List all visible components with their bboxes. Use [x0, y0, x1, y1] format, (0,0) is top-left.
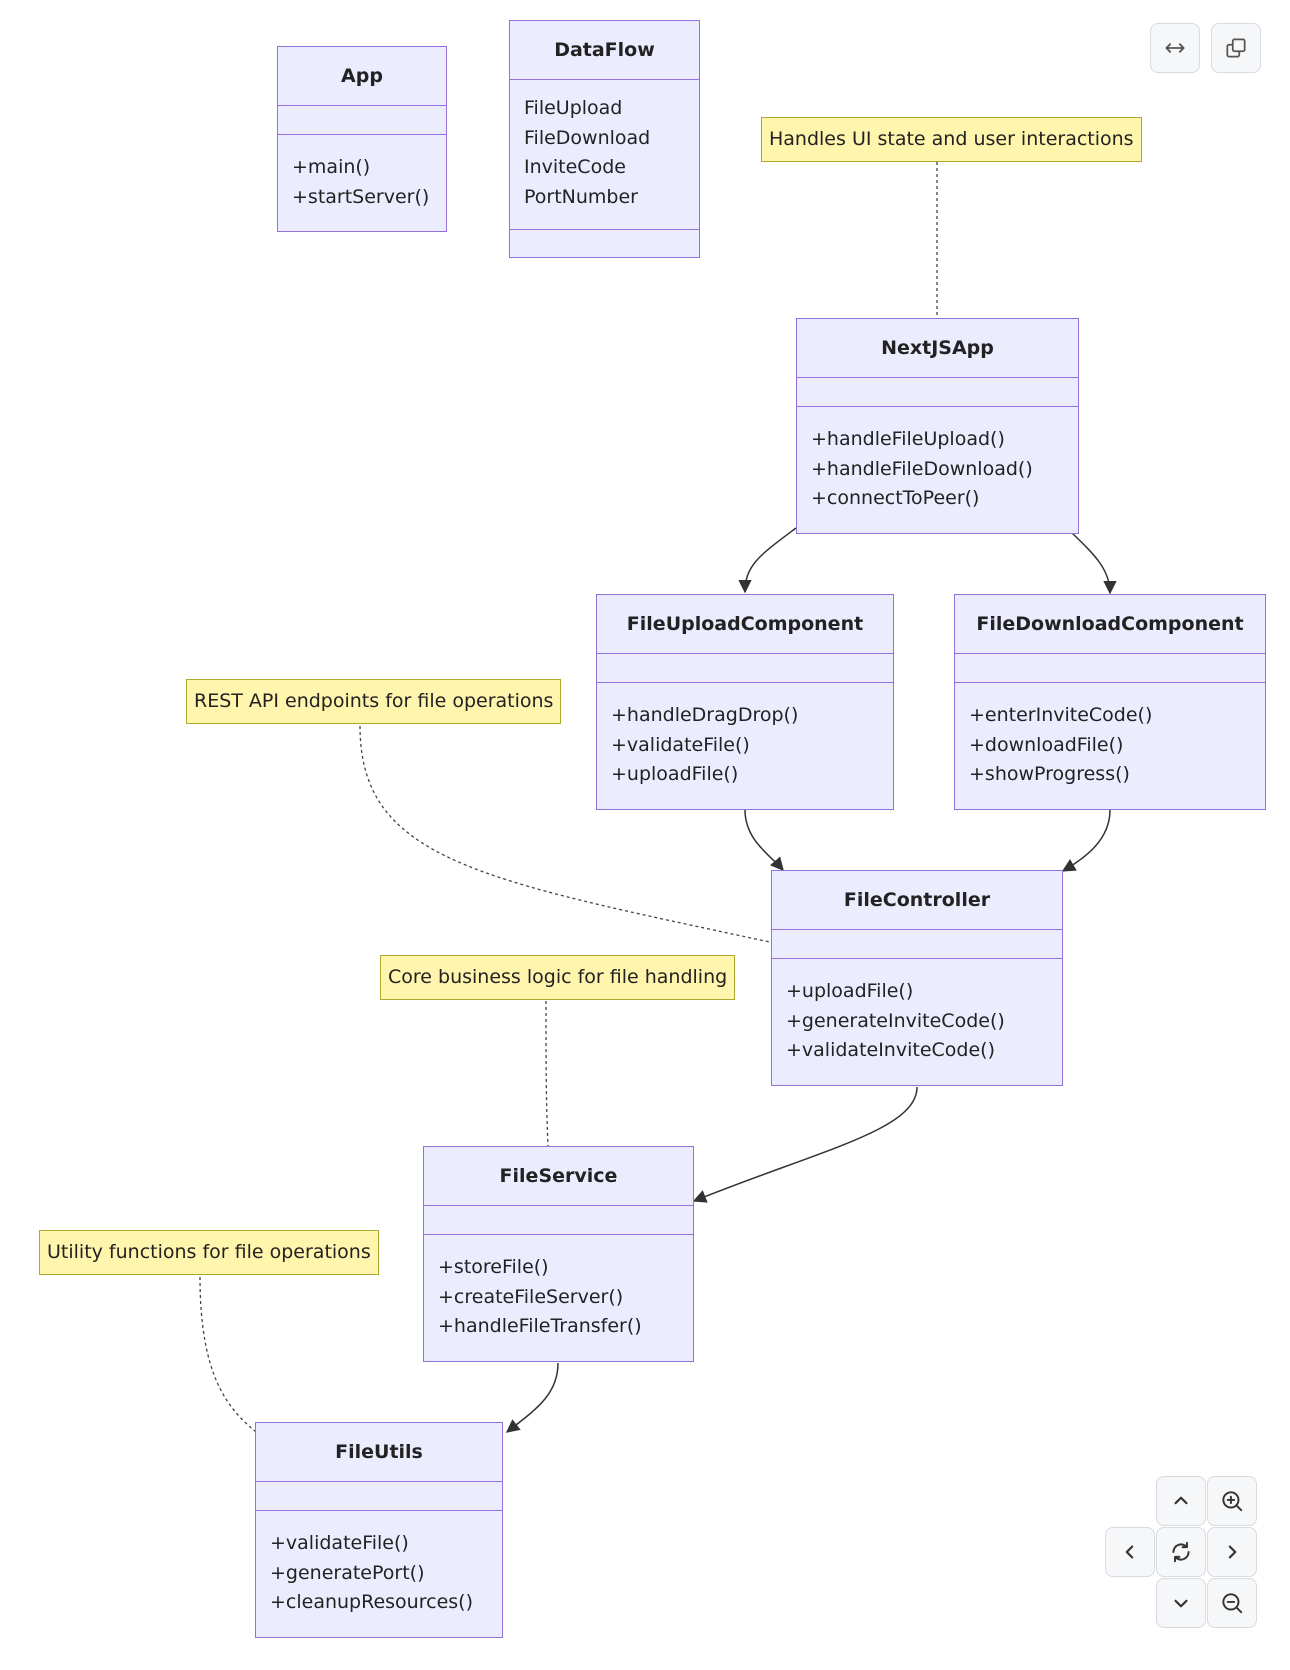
- class-attributes: [772, 930, 1062, 959]
- reset-icon: [1172, 1541, 1190, 1563]
- method: +validateFile(): [270, 1532, 409, 1554]
- pan-left-button[interactable]: [1105, 1527, 1155, 1577]
- class-methods: +main() +startServer(): [278, 135, 446, 212]
- attribute: FileUpload: [524, 97, 623, 119]
- class-methods: +storeFile() +createFileServer() +handle…: [424, 1235, 693, 1342]
- note-utility: Utility functions for file operations: [39, 1230, 379, 1275]
- class-title: FileUploadComponent: [597, 595, 893, 654]
- edge-nextjs-download: [1071, 532, 1117, 595]
- chevron-left-icon: [1125, 1545, 1134, 1559]
- method: +createFileServer(): [438, 1285, 624, 1308]
- method: +uploadFile(): [786, 980, 914, 1002]
- copy-icon: [1226, 38, 1246, 58]
- class-filecontroller[interactable]: FileController +uploadFile() +generateIn…: [771, 870, 1063, 1086]
- method: +showProgress(): [969, 763, 1130, 785]
- class-title: FileController: [772, 871, 1062, 930]
- edge-download-controller: [1061, 809, 1111, 872]
- method: +downloadFile(): [969, 733, 1124, 756]
- class-fileuploadcomponent[interactable]: FileUploadComponent +handleDragDrop() +v…: [596, 594, 894, 810]
- pan-up-button[interactable]: [1156, 1476, 1206, 1526]
- method: +handleFileUpload(): [811, 428, 1005, 450]
- method: +cleanupResources(): [270, 1591, 473, 1613]
- class-nextjsapp[interactable]: NextJSApp +handleFileUpload() +handleFil…: [796, 318, 1079, 534]
- class-attributes: FileUpload FileDownload InviteCode PortN…: [510, 80, 699, 230]
- edge-nextjs-upload: [738, 527, 797, 594]
- attribute: FileDownload: [524, 126, 651, 149]
- method: +handleDragDrop(): [611, 704, 799, 726]
- copy-button[interactable]: [1211, 23, 1261, 73]
- method: +main(): [292, 156, 371, 178]
- note-ui-state: Handles UI state and user interactions: [761, 117, 1142, 162]
- reset-view-button[interactable]: [1156, 1527, 1206, 1577]
- attribute: InviteCode: [524, 156, 626, 178]
- note-core-logic: Core business logic for file handling: [380, 955, 736, 1000]
- chevron-down-icon: [1174, 1599, 1188, 1608]
- class-methods: +enterInviteCode() +downloadFile() +show…: [955, 683, 1265, 790]
- class-title: NextJSApp: [797, 319, 1078, 378]
- class-dataflow[interactable]: DataFlow FileUpload FileDownload InviteC…: [509, 20, 700, 258]
- pan-right-button[interactable]: [1207, 1527, 1257, 1577]
- class-title: FileUtils: [256, 1423, 502, 1482]
- method: +generateInviteCode(): [786, 1009, 1005, 1032]
- method: +connectToPeer(): [811, 487, 980, 509]
- method: +enterInviteCode(): [969, 704, 1153, 726]
- class-fileservice[interactable]: FileService +storeFile() +createFileServ…: [423, 1146, 694, 1362]
- method: +validateFile(): [611, 733, 750, 756]
- class-title: FileService: [424, 1147, 693, 1206]
- method: +handleFileTransfer(): [438, 1315, 642, 1337]
- zoom-in-icon: [1222, 1491, 1243, 1512]
- class-title: DataFlow: [510, 21, 699, 80]
- attribute: PortNumber: [524, 185, 638, 208]
- class-methods: +handleDragDrop() +validateFile() +uploa…: [597, 683, 893, 790]
- class-attributes: [955, 654, 1265, 683]
- class-methods: +validateFile() +generatePort() +cleanup…: [256, 1511, 502, 1618]
- expand-horizontal-button[interactable]: [1150, 23, 1200, 73]
- class-fileutils[interactable]: FileUtils +validateFile() +generatePort(…: [255, 1422, 503, 1638]
- method: +startServer(): [292, 185, 430, 208]
- note-link-rest: [359, 725, 771, 943]
- zoom-out-icon: [1222, 1593, 1243, 1614]
- zoom-in-button[interactable]: [1207, 1476, 1257, 1526]
- edge-controller-service: [692, 1086, 918, 1203]
- class-methods: [510, 230, 699, 258]
- class-title: FileDownloadComponent: [955, 595, 1265, 654]
- class-methods: +uploadFile() +generateInviteCode() +val…: [772, 959, 1062, 1066]
- expand-horizontal-icon: [1165, 43, 1185, 53]
- chevron-up-icon: [1174, 1496, 1188, 1505]
- zoom-out-button[interactable]: [1207, 1578, 1257, 1628]
- class-attributes: [597, 654, 893, 683]
- chevron-right-icon: [1228, 1545, 1237, 1559]
- method: +uploadFile(): [611, 763, 739, 785]
- method: +validateInviteCode(): [786, 1039, 995, 1061]
- edge-upload-controller: [744, 809, 784, 872]
- class-attributes: [797, 378, 1078, 407]
- note-link-core: [545, 1000, 549, 1148]
- method: +handleFileDownload(): [811, 457, 1033, 480]
- class-title: App: [278, 47, 446, 106]
- class-methods: +handleFileUpload() +handleFileDownload(…: [797, 407, 1078, 514]
- class-attributes: [256, 1482, 502, 1511]
- class-attributes: [278, 106, 446, 135]
- method: +generatePort(): [270, 1561, 425, 1584]
- method: +storeFile(): [438, 1256, 549, 1278]
- note-rest-api: REST API endpoints for file operations: [186, 679, 562, 724]
- edge-service-utils: [505, 1362, 559, 1433]
- class-filedownloadcomponent[interactable]: FileDownloadComponent +enterInviteCode()…: [954, 594, 1266, 810]
- class-attributes: [424, 1206, 693, 1235]
- pan-down-button[interactable]: [1156, 1578, 1206, 1628]
- note-link-util: [199, 1276, 257, 1433]
- class-app[interactable]: App +main() +startServer(): [277, 46, 447, 232]
